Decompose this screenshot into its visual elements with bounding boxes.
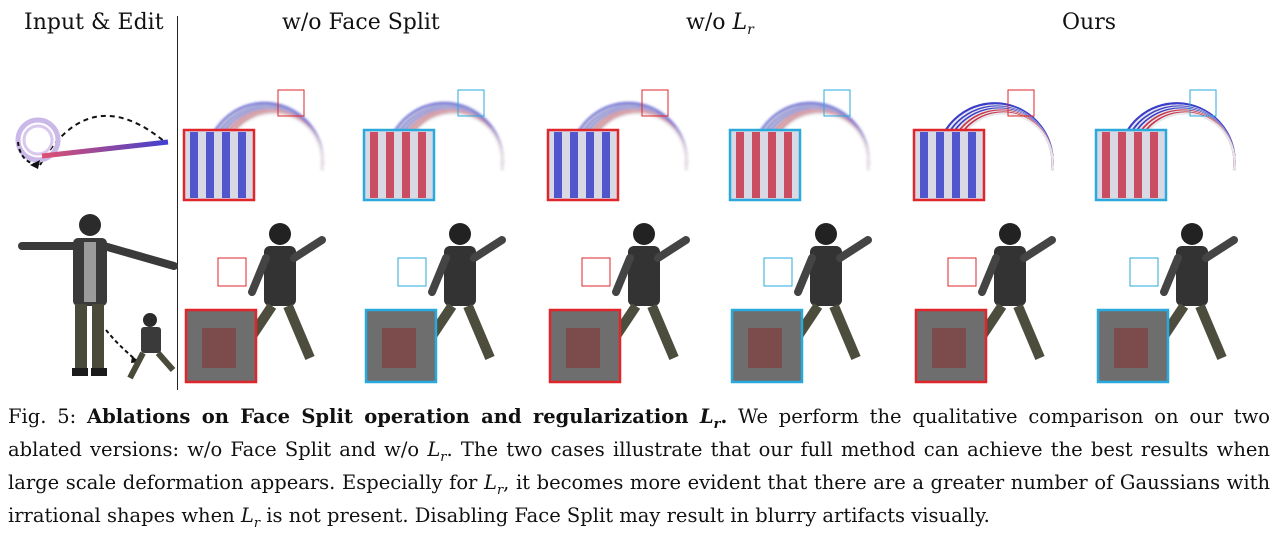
header-lr-sub: r — [747, 22, 754, 39]
caption-title: Ablations on Face Split operation and re… — [86, 405, 728, 432]
spring-thumb-ours-b — [1094, 89, 1236, 202]
caption-body-4: is not present. Disabling Face Split may… — [260, 503, 990, 527]
arrow-icon — [105, 329, 137, 361]
header-wo-lr: w/o Lr — [686, 10, 754, 39]
caption-body-3: , it becomes more evident that there are… — [8, 470, 1271, 527]
character-thumb-ours-b — [1096, 223, 1238, 384]
caption-body-1: We perform the qualitative comparison on… — [8, 405, 1271, 461]
spring-thumb-wo-lr-b — [728, 89, 870, 202]
character-icon — [18, 214, 178, 380]
character-thumb-wo-face-split-b — [364, 223, 506, 384]
spring-thumb-wo-face-split-a — [182, 89, 324, 202]
input-character-panel — [18, 210, 178, 388]
character-thumb-wo-face-split-a — [184, 223, 326, 384]
spring-thumb-wo-lr-a — [546, 89, 688, 202]
header-wo-face-split: w/o Face Split — [282, 10, 440, 35]
header-input-edit: Input & Edit — [24, 10, 164, 35]
spring-thumb-ours-a — [912, 89, 1054, 202]
spring-icon — [15, 114, 169, 169]
spring-thumb-wo-face-split-b — [362, 89, 504, 202]
header-ours: Ours — [1062, 10, 1117, 35]
input-spring-panel — [0, 70, 175, 200]
character-thumb-wo-lr-a — [548, 223, 690, 384]
figure-caption: Fig. 5: Ablations on Face Split operatio… — [8, 405, 1271, 531]
column-divider — [177, 16, 178, 390]
character-thumb-wo-lr-b — [730, 223, 872, 384]
caption-body-2: . The two cases illustrate that our full… — [8, 437, 1270, 494]
header-wo-lr-prefix: w/o — [686, 10, 733, 35]
character-thumb-ours-a — [914, 223, 1056, 384]
header-lr-symbol: L — [732, 10, 748, 35]
caption-fig-label: Fig. 5: — [8, 405, 87, 428]
